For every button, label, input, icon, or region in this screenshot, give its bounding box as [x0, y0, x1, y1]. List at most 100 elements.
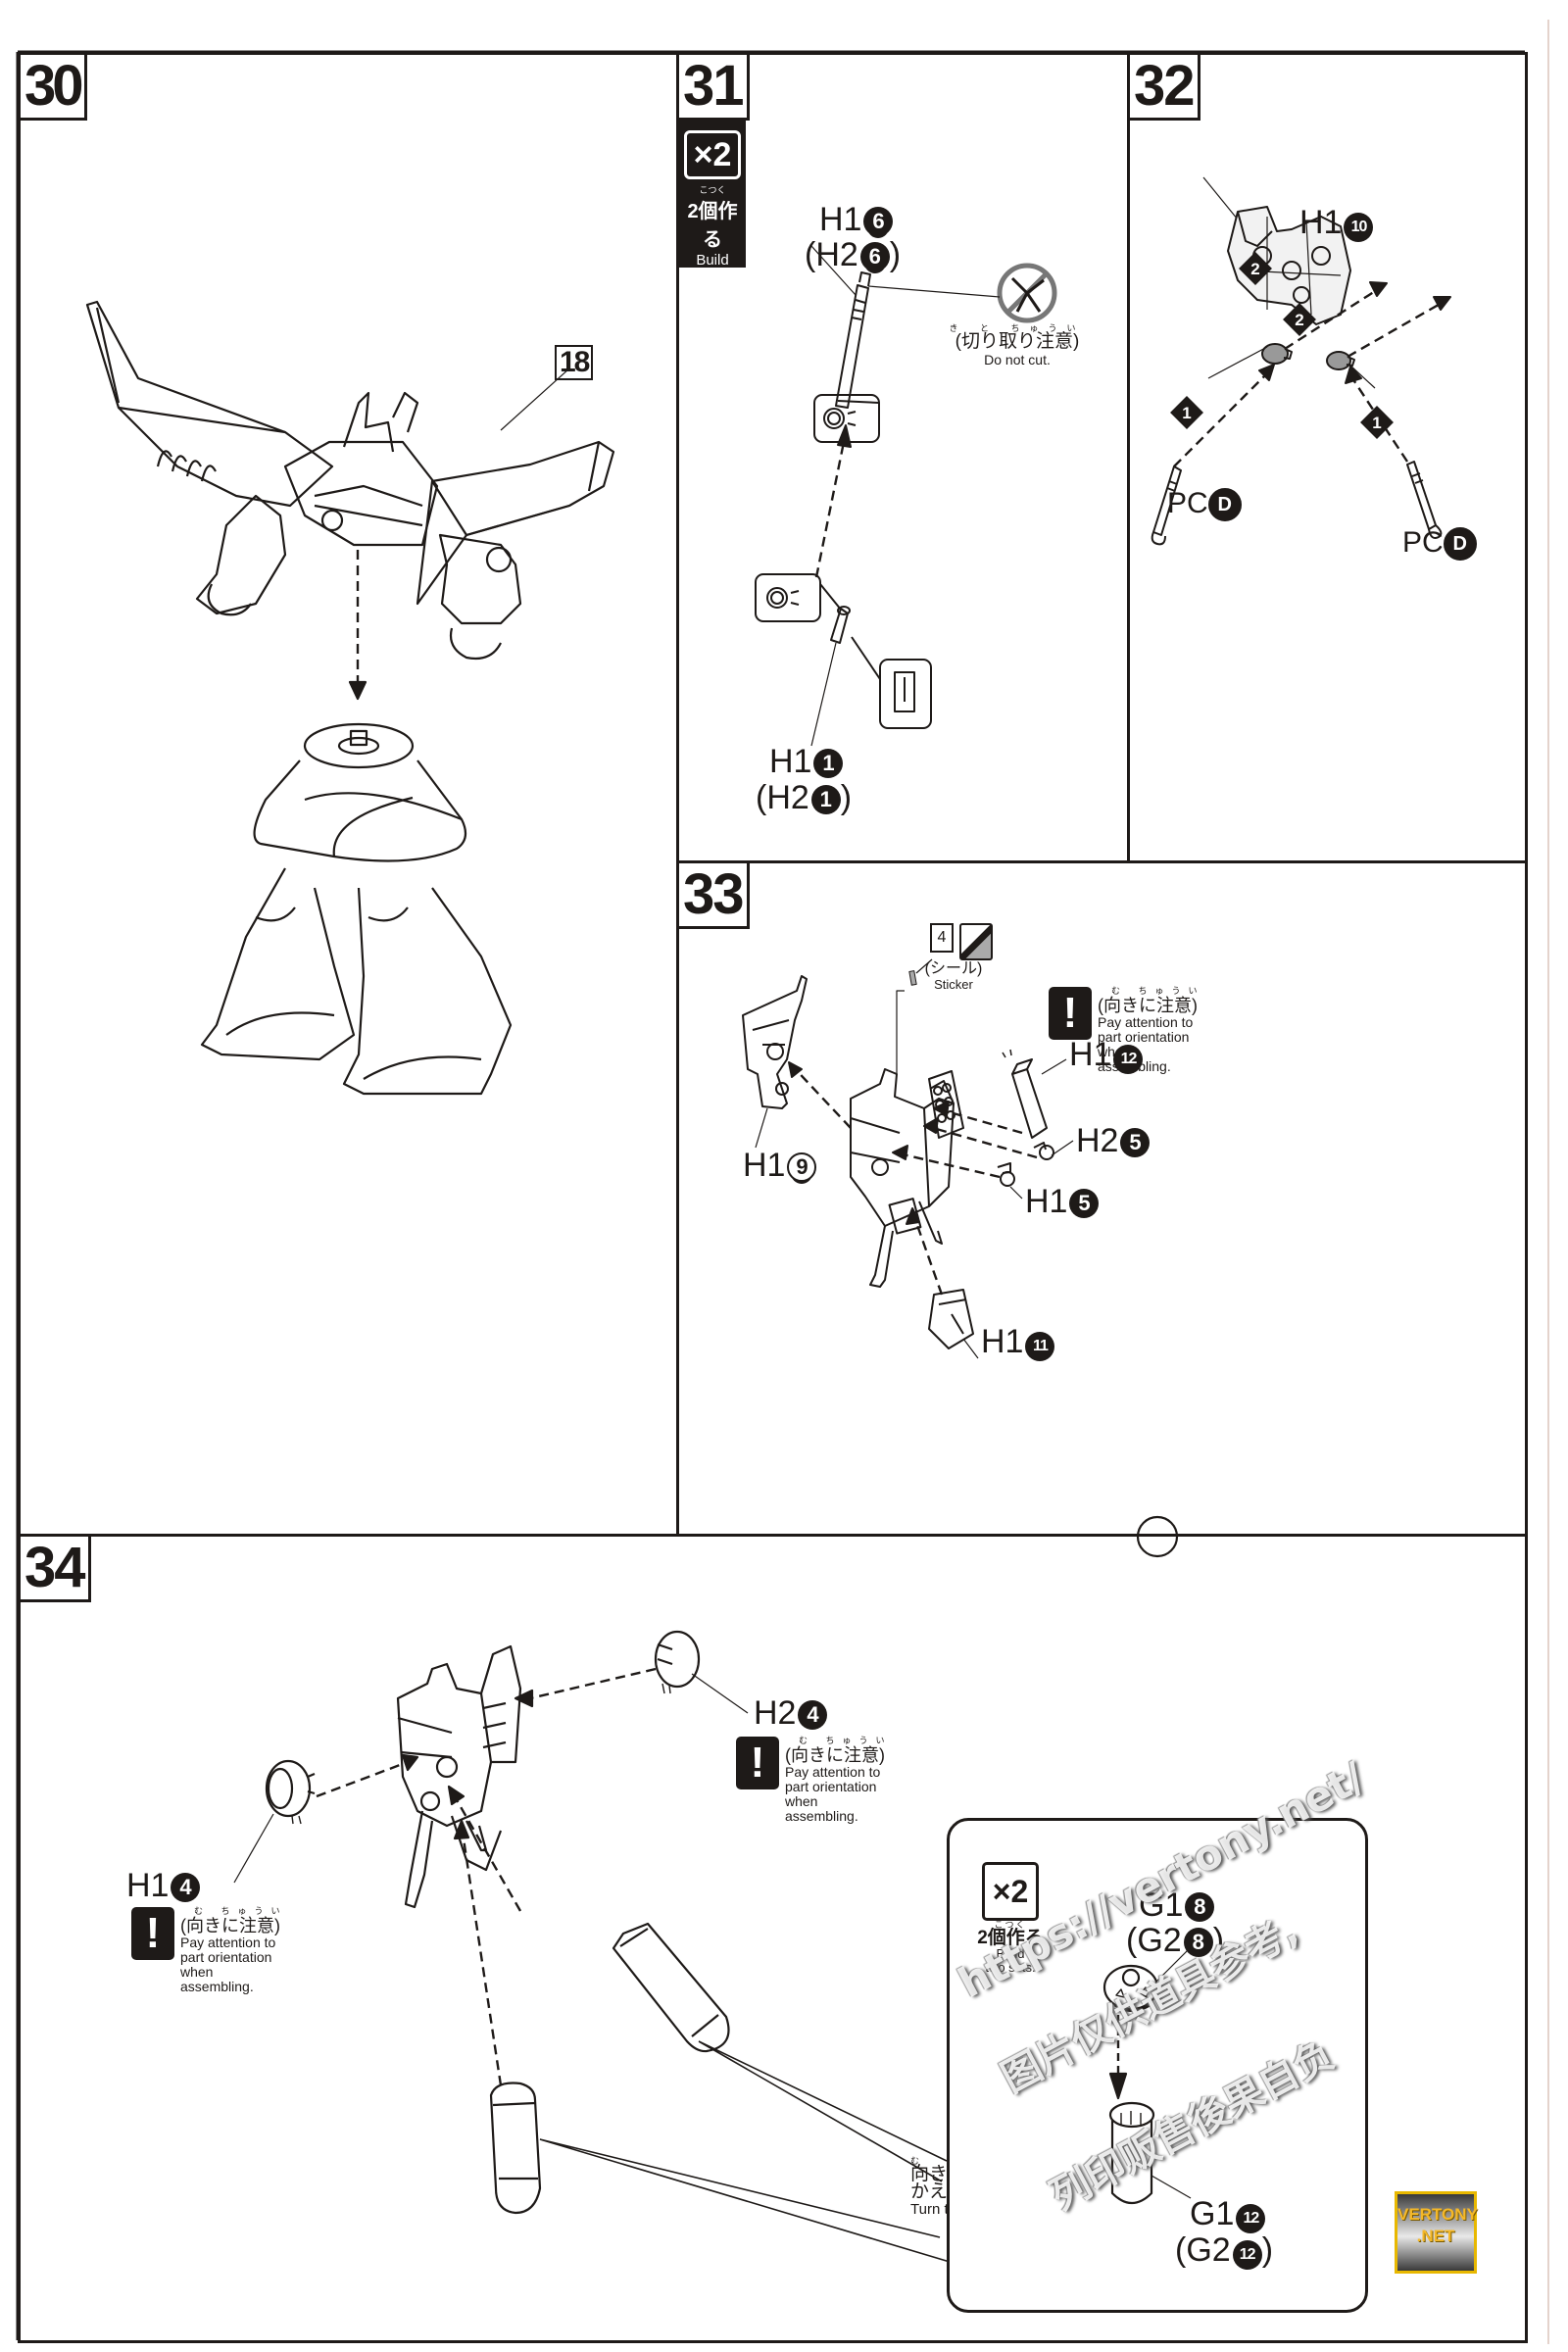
assembly-arrow — [1173, 372, 1268, 467]
multiplier-furigana: こつく — [994, 1920, 1027, 1930]
paren-close: ) — [889, 236, 902, 273]
part-id: H2 — [1076, 1122, 1119, 1159]
slot-detail-callout — [851, 636, 932, 729]
part-id: (G2 — [1175, 2231, 1231, 2269]
step-30-panel: 30 — [18, 52, 679, 1537]
step-34-panel: 34 — [18, 1515, 1528, 2343]
missile-pod-upper — [612, 1922, 730, 2053]
paren-close: ) — [1261, 2231, 1274, 2269]
order-marker-2 — [1239, 252, 1272, 285]
part-number-badge: 4 — [171, 1873, 201, 1902]
part-id: H2 — [754, 1694, 797, 1732]
sticker-icon — [959, 923, 993, 960]
part-id: H1 — [981, 1323, 1024, 1360]
sticker-en: Sticker — [934, 977, 973, 992]
cap-part-g1-8 — [1136, 1515, 1179, 1558]
order-marker-text: 1 — [1372, 414, 1381, 432]
cap-part-h2-4 — [654, 1630, 701, 1694]
frame-part-h1-10 — [1227, 206, 1351, 325]
assembly-arrow — [1284, 286, 1381, 351]
part-number-badge: 4 — [798, 1700, 828, 1730]
part-id: G1 — [1139, 1886, 1184, 1924]
multiplier-en-line2: two sets. — [683, 269, 742, 285]
cap-part-g1-8 — [1102, 1964, 1159, 2013]
small-cylinder-part-h1-1 — [830, 606, 851, 644]
multiplier-ja: 2個作る — [977, 1928, 1044, 1948]
multiplier-en-line1: Build — [696, 252, 729, 269]
do-not-cut-en: Do not cut. — [984, 352, 1051, 368]
shaft-part-h1-6 — [835, 271, 871, 409]
step-33-illustration — [742, 958, 1074, 1359]
assembly-arrow — [316, 1760, 409, 1798]
part-number-badge: D — [1443, 527, 1477, 561]
missile-pod-lower — [489, 2082, 542, 2215]
step-32-illustration: 2 2 1 1 — [1151, 176, 1451, 546]
order-marker-1 — [1170, 396, 1203, 429]
step-31-illustration — [755, 245, 1057, 747]
warning-ja: (向きに注意) — [785, 1745, 885, 1765]
part-id: (H2 — [756, 779, 809, 816]
step-number: 33 — [679, 863, 750, 929]
part-number-badge: 1 — [813, 749, 844, 778]
block-part-h1-11 — [928, 1289, 974, 1349]
multiplier-furigana: こつく — [699, 185, 726, 195]
build-multiplier-badge: ×2 — [982, 1862, 1039, 1921]
step-30-illustration — [85, 300, 615, 1096]
warning-en: Pay attention to part orientation when a… — [180, 1935, 276, 1994]
part-number-badge: 5 — [1120, 1128, 1151, 1157]
step-number: 32 — [1130, 55, 1200, 121]
lower-body-skirt-legs — [200, 722, 513, 1096]
main-body-part — [850, 1068, 964, 1288]
exclamation-icon: ! — [131, 1907, 174, 1960]
polycap-pc-d-left — [1261, 343, 1293, 365]
part-number-badge: 12 — [1232, 2240, 1262, 2270]
order-marker-2 — [1283, 303, 1316, 336]
polycap-pc-d-right — [1326, 351, 1355, 370]
sticker-reference: 4 — [930, 923, 993, 960]
step-34-illustration — [233, 1515, 1179, 2263]
part-number-badge: 12 — [1113, 1045, 1144, 1074]
part-id: H1 — [819, 201, 862, 238]
orientation-warning: ! む ちゅうい (向きに注意) Pay attention to part o… — [1049, 987, 1207, 1074]
part-number-badge: 10 — [1344, 213, 1374, 242]
assembly-arrow — [910, 1210, 944, 1296]
main-assembly — [396, 1644, 522, 1909]
assembly-arrow — [460, 1825, 503, 2086]
part-number-badge: 8 — [1185, 1892, 1215, 1922]
part-number-badge: 9 — [787, 1152, 817, 1182]
warning-furigana: む ちゅうい — [799, 1736, 893, 1745]
warning-ja: (向きに注意) — [1098, 996, 1198, 1015]
step-31-panel: 31 ×2 こつく 2個作る Build two sets. — [676, 52, 1130, 863]
multiplier-en-line1: Build — [996, 1946, 1025, 1961]
part-id: PC — [1167, 487, 1208, 519]
exclamation-icon: ! — [736, 1737, 779, 1789]
exclamation-icon: ! — [1049, 987, 1092, 1040]
multiplier-label: こつく 2個作る Build two sets. — [971, 1921, 1050, 1975]
assembly-arrow — [814, 441, 846, 578]
build-multiplier-badge: ×2 こつく 2個作る Build two sets. — [679, 121, 746, 285]
assembly-arrow — [529, 1667, 657, 1700]
sticker-number: 4 — [930, 923, 954, 953]
orientation-warning-h2-4: ! む ちゅうい (向きに注意) Pay attention to part o… — [736, 1737, 895, 1824]
sticker-ja: (シール) — [924, 960, 983, 977]
step-number: 31 — [679, 55, 750, 121]
assembly-arrow — [450, 1790, 522, 1912]
part-id: (G2 — [1126, 1922, 1182, 1959]
warning-furigana: む ちゅうい — [194, 1906, 288, 1916]
do-not-cut-note: き と ちゅうい (切り取り注意) Do not cut. — [944, 324, 1091, 368]
warning-en: Pay attention to part orientation when a… — [785, 1764, 881, 1824]
inset-illustration — [1102, 1947, 1192, 2205]
part-number-badge: 6 — [859, 242, 890, 271]
step-32-panel: 32 — [1127, 52, 1528, 863]
part-id: H1 — [1025, 1183, 1068, 1220]
tube-part-g1-12 — [1108, 2101, 1155, 2205]
